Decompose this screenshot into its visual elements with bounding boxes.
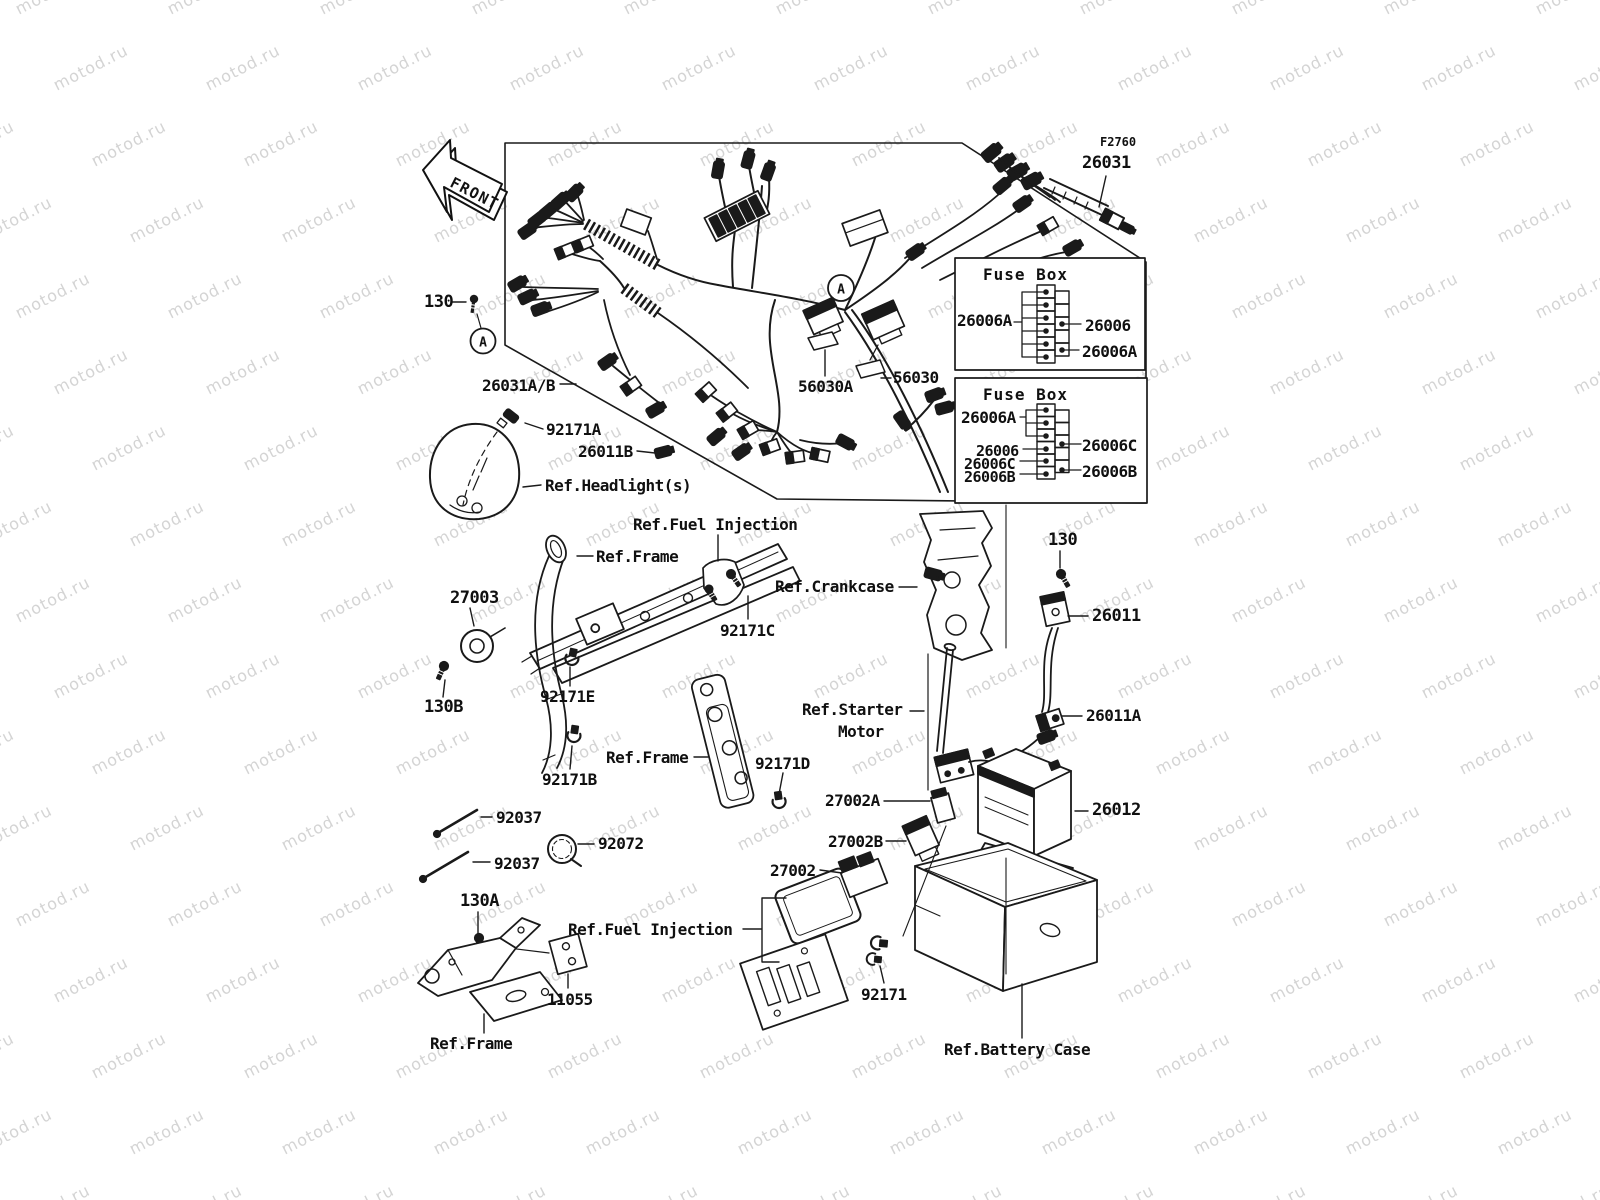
headlight-shell (428, 408, 521, 521)
callout-26012: 26012 (1092, 800, 1141, 820)
front-arrow: FRONT (422, 139, 508, 221)
callout-92171b: 92171B (542, 770, 597, 789)
crankcase (919, 510, 993, 661)
bracket-26011 (1039, 591, 1071, 628)
callout-26031ab: 26031A/B (482, 376, 556, 395)
callout-fb2-26006b-right: 26006B (1082, 462, 1137, 481)
callout-56030a: 56030A (798, 377, 853, 396)
callout-27003: 27003 (450, 588, 499, 608)
callout-92171a: 92171A (546, 420, 601, 439)
screw-92037-upper (436, 808, 479, 835)
screw-92037-lower (422, 850, 470, 880)
callout-92171e: 92171E (540, 687, 595, 706)
leader-lines (442, 175, 1107, 1039)
ecu-connector-module (837, 851, 889, 899)
relay-27002a (930, 786, 956, 824)
clamp-92072 (547, 834, 582, 867)
callout-92171: 92171 (861, 985, 907, 1004)
fuse-box-1 (954, 257, 1146, 371)
callout-130-right: 130 (1048, 530, 1078, 550)
stay-11055 (548, 932, 588, 976)
callout-fb1-26006a-right: 26006A (1082, 342, 1137, 361)
wiring-harness (506, 147, 1086, 493)
callout-92171d: 92171D (755, 754, 810, 773)
callout-fb1-26006-right: 26006 (1085, 316, 1131, 335)
detail-a-marker: A (479, 336, 487, 351)
callout-fb2-26006c-right: 26006C (1082, 436, 1137, 455)
bottom-left-parts (417, 808, 588, 1022)
fuse-box-2-title: Fuse Box (983, 385, 1069, 404)
callout-130-left: 130 (424, 292, 454, 312)
ecu-mount-bracket (739, 933, 849, 1031)
callout-92037-upper: 92037 (496, 808, 542, 827)
callout-ref-crankcase: Ref.Crankcase (775, 577, 894, 596)
horn-27003 (460, 627, 506, 663)
callout-ref-starter-line1: Ref.Starter (802, 700, 903, 719)
callout-ref-frame-bottom: Ref.Frame (430, 1034, 513, 1053)
frame-mount-bracket (417, 917, 563, 1022)
detail-a-circle (469, 327, 497, 355)
relay-56030 (860, 299, 906, 345)
callout-92171c: 92171C (720, 621, 775, 640)
callout-fb2-26006-left: 26006 (976, 442, 1019, 460)
callout-26011a: 26011A (1086, 706, 1141, 725)
detail-a-marker-harness: A (827, 274, 855, 302)
callout-ref-starter-line2: Motor (838, 722, 884, 741)
callout-ref-frame-mid: Ref.Frame (606, 748, 689, 767)
callout-26011b: 26011B (578, 442, 633, 461)
callout-ref-headlight: Ref.Headlight(s) (545, 476, 692, 495)
screw-92171a (496, 408, 520, 429)
fuse-box-2 (954, 377, 1148, 504)
callout-fb2-26006b-left: 26006B (964, 468, 1016, 486)
callout-27002b: 27002B (828, 832, 883, 851)
callout-27002a: 27002A (825, 791, 880, 810)
callout-26011: 26011 (1092, 606, 1141, 626)
starter-motor (927, 642, 1005, 791)
callout-26031: 26031 (1082, 153, 1131, 173)
callout-fb1-26006a-left: 26006A (957, 311, 1012, 330)
callout-ref-fuel-bottom: Ref.Fuel Injection (568, 920, 733, 939)
callout-130b: 130B (424, 697, 463, 717)
relay-56030a (802, 296, 844, 340)
callout-fb2-26006a-left: 26006A (961, 408, 1016, 427)
fuse-box-1-title: Fuse Box (983, 265, 1069, 284)
callout-130a: 130A (460, 891, 499, 911)
subharness-26031 (979, 140, 1138, 237)
callout-92037-lower: 92037 (494, 854, 540, 873)
relay-27002b (901, 814, 940, 862)
callout-92072: 92072 (598, 834, 644, 853)
callout-27002: 27002 (770, 861, 816, 880)
callout-ref-fuel-top: Ref.Fuel Injection (633, 515, 798, 534)
frame-bracket-mid (691, 673, 788, 810)
svg-text:A: A (837, 283, 845, 298)
callout-56030: 56030 (893, 368, 939, 387)
callout-ref-battery-case: Ref.Battery Case (944, 1040, 1091, 1059)
callout-11055: 11055 (547, 990, 593, 1009)
battery-26012 (977, 747, 1072, 857)
fuel-injection-bracket-top (702, 558, 745, 606)
callout-ref-frame-top: Ref.Frame (596, 547, 679, 566)
callout-f2760: F2760 (1100, 135, 1137, 149)
ecu-assembly (739, 786, 956, 1031)
callout-fb2-26006c-left: 26006C (964, 455, 1016, 473)
screw-130-left: A (451, 293, 497, 355)
